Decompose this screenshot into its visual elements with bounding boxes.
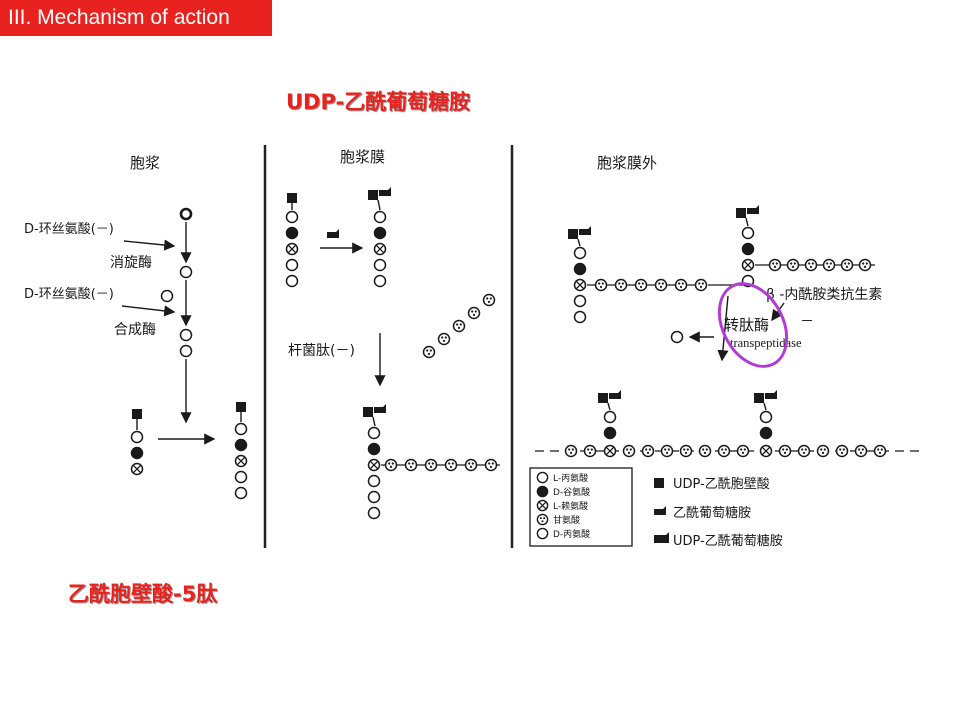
released-d-alanine-icon <box>670 330 684 344</box>
l-alanine-start-icon <box>179 207 193 221</box>
outside-pathway: β -内酰胺类抗生素 转肽酶 － transpeptidase <box>535 205 920 458</box>
glcnac-flag-icon <box>327 229 339 238</box>
highlight-circle <box>717 282 789 368</box>
label-acetylmuramic-pentapeptide: 乙酰胞壁酸-5肽 <box>68 582 218 606</box>
region-outside-label: 胞浆膜外 <box>597 154 657 172</box>
synthetase-label: 合成酶 <box>114 322 156 338</box>
legend-glcnac: 乙酰葡萄糖胺 <box>673 505 751 521</box>
legend-glcnac-icon <box>654 506 666 515</box>
d-cycloserine-label-1: D-环丝氨酸(－) <box>24 222 114 237</box>
label-udp-acetylglucosamine: UDP-乙酰葡萄糖胺 <box>286 90 471 114</box>
d-ala-d-ala-icon <box>179 328 193 342</box>
d-cycloserine-label-2: D-环丝氨酸(－) <box>24 287 114 302</box>
murnac-pentapeptide-square-icon <box>236 402 246 412</box>
beta-lactam-label: β -内酰胺类抗生素 <box>766 287 882 303</box>
legend-udp-murnac-icon <box>654 478 664 488</box>
racemase-label: 消旋酶 <box>110 255 152 271</box>
bacitracin-label: 杆菌肽(－) <box>288 343 355 359</box>
legend-glycine: 甘氨酸 <box>553 514 580 526</box>
legend-l-alanine: L-丙氨酸 <box>553 472 588 484</box>
legend-d-glutamate: D-谷氨酸 <box>553 486 590 498</box>
d-alanine-free-icon <box>160 289 174 303</box>
membrane-pathway: 杆菌肽(－) <box>285 187 500 520</box>
cytoplasm-pathway: D-环丝氨酸(－) 消旋酶 D-环丝氨酸(－) 合成酶 <box>24 207 248 500</box>
legend-l-lysine: L-赖氨酸 <box>553 500 588 512</box>
d-alanine-icon <box>179 265 193 279</box>
legend: L-丙氨酸 D-谷氨酸 L-赖氨酸 甘氨酸 D-丙氨酸 UDP-乙酰胞壁酸 乙酰… <box>529 467 783 549</box>
legend-udp-glcnac-icon <box>661 532 669 543</box>
section-title: III. Mechanism of action <box>0 0 272 36</box>
udp-murnac-square-icon <box>132 409 142 419</box>
legend-udp-glcnac: UDP-乙酰葡萄糖胺 <box>673 533 783 549</box>
transpeptidase-cn-label: 转肽酶 <box>724 316 769 334</box>
inhibit-minus-label: － <box>800 314 814 330</box>
legend-d-alanine: D-丙氨酸 <box>553 528 590 540</box>
region-cytoplasm-label: 胞浆 <box>130 154 160 172</box>
region-membrane-label: 胞浆膜 <box>340 148 385 166</box>
legend-udp-murnac: UDP-乙酰胞壁酸 <box>673 477 770 492</box>
transpeptidase-en-label: transpeptidase <box>730 336 802 350</box>
